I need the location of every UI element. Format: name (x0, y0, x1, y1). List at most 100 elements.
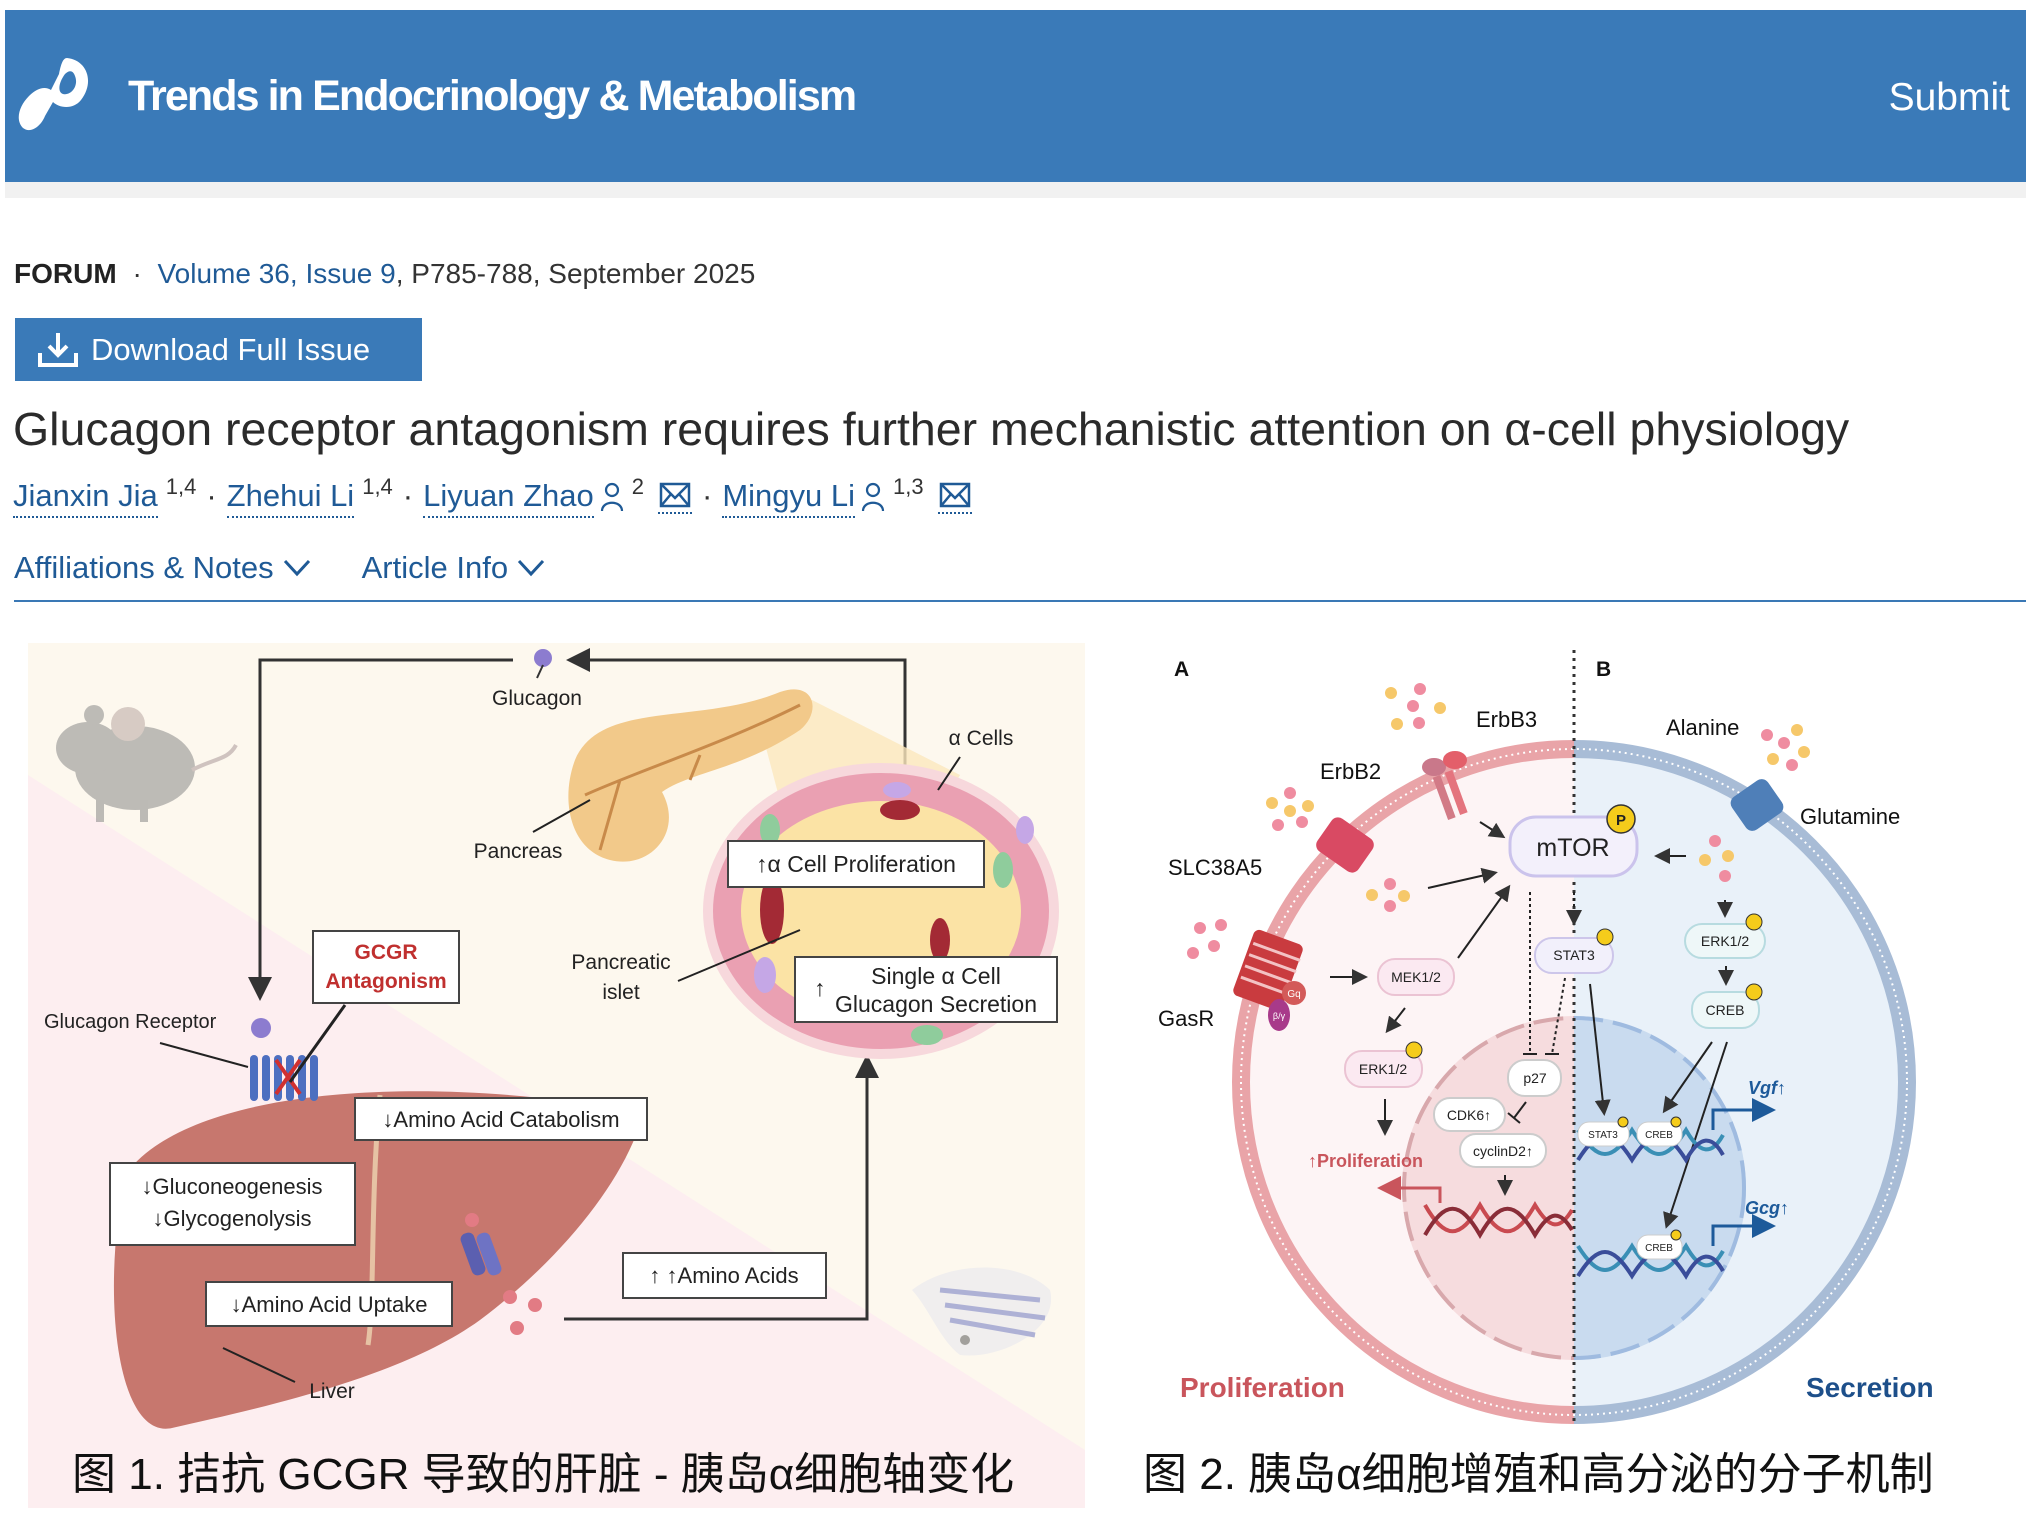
pancreatic-label: Pancreatic (571, 951, 670, 974)
gcg-label: Gcg↑ (1745, 1198, 1789, 1218)
figure-1: Glucagon Pancreas α Cells ↑α Cell Prolif… (28, 643, 1085, 1508)
uptake-label: ↓Amino Acid Uptake (231, 1292, 428, 1317)
cyclind2-label: cyclinD2↑ (1473, 1143, 1533, 1159)
volume-link[interactable]: Volume 36 (157, 258, 290, 289)
stat3-node (1534, 937, 1614, 974)
submit-link[interactable]: Submit (1888, 76, 2010, 119)
amino-acids-box (622, 1252, 827, 1299)
p27-label: p27 (1523, 1070, 1547, 1086)
cell-press-logo-icon[interactable] (15, 50, 95, 140)
tab-affiliations-notes[interactable]: Affiliations & Notes (14, 550, 312, 586)
author-affiliation: 2 (631, 474, 644, 499)
liver-label: Liver (309, 1380, 355, 1403)
stat3-small-label: STAT3 (1588, 1130, 1618, 1141)
catabolism-box (354, 1097, 648, 1141)
download-full-issue-button[interactable]: Download Full Issue (15, 318, 422, 381)
phospho-badge-icon (1606, 804, 1636, 834)
creb-label: CREB (1706, 1002, 1745, 1018)
header-shadow (5, 182, 2026, 198)
mtor-label: mTOR (1536, 834, 1609, 862)
glucose-output-box (109, 1162, 356, 1246)
p27-node (1507, 1059, 1562, 1097)
author-affiliation: 1,4 (362, 474, 393, 499)
author-link[interactable]: Zhehui Li (226, 478, 355, 518)
top-strip (0, 0, 2026, 10)
proliferation-label: Proliferation (1180, 1372, 1345, 1403)
author-separator: · (402, 478, 414, 513)
mouse-illustration (56, 705, 238, 822)
gasr-receptor-icon: Gq β/γ (1233, 929, 1306, 1031)
chevron-down-icon (517, 559, 545, 577)
article-meta: FORUM · Volume 36, Issue 9, P785-788, Se… (14, 258, 755, 290)
author-separator: · (702, 478, 713, 513)
meta-comma: , (289, 258, 306, 289)
phospho-badges (1405, 913, 1763, 1241)
section-divider (14, 600, 2026, 602)
single-cell-label-line1: Single α Cell (871, 963, 1001, 989)
amino-acid-transporter-icon (1730, 779, 1784, 831)
glucagon-molecule-icon (534, 649, 552, 667)
proliferation-up-label: ↑Proliferation (1308, 1151, 1423, 1171)
vgf-label: Vgf↑ (1748, 1078, 1786, 1098)
site-header: Trends in Endocrinology & Metabolism Sub… (5, 10, 2026, 182)
alpha-proliferation-label: ↑α Cell Proliferation (756, 851, 956, 877)
email-icon[interactable] (937, 478, 972, 514)
chevron-down-icon (283, 559, 310, 577)
cyclind2-node (1459, 1133, 1547, 1168)
single-cell-arrow: ↑ (814, 975, 826, 1001)
amino-acid-transporter-icon (460, 1213, 542, 1335)
creb-small-node (1636, 1121, 1683, 1147)
panel-b-label: B (1596, 658, 1611, 681)
author-separator: · (206, 478, 217, 513)
meta-separator: · (132, 258, 142, 289)
figures-area: Glucagon Pancreas α Cells ↑α Cell Prolif… (28, 643, 1934, 1508)
phospho-label: P (1616, 812, 1626, 829)
pancreas-label: Pancreas (474, 840, 563, 863)
erk-left-label: ERK1/2 (1359, 1061, 1407, 1077)
zebrafish-illustration (912, 1267, 1052, 1356)
person-icon (861, 482, 885, 512)
tab-article-info[interactable]: Article Info (362, 550, 546, 586)
glucagon-receptor-icon (250, 1018, 318, 1101)
author-link[interactable]: Liyuan Zhao (423, 478, 594, 518)
tab-label: Affiliations & Notes (14, 550, 274, 585)
glutamine-label: Glutamine (1800, 804, 1900, 829)
article-type: FORUM (14, 258, 117, 289)
uptake-box (205, 1281, 453, 1327)
erk-right-node (1684, 923, 1766, 959)
article-tabs: Affiliations & Notes Article Info (14, 550, 546, 586)
author-link[interactable]: Mingyu Li (722, 478, 856, 518)
beta-gamma-label: β/γ (1273, 1011, 1286, 1021)
gq-label: Gq (1287, 989, 1300, 1000)
journal-title[interactable]: Trends in Endocrinology & Metabolism (128, 72, 857, 120)
glucagon-label: Glucagon (492, 687, 582, 710)
amino-acids-label: ↑ ↑Amino Acids (649, 1263, 798, 1288)
author-affiliation: 1,3 (893, 474, 924, 499)
proliferation-transcription-arrow (1377, 1176, 1442, 1203)
figure-2: A B (1143, 650, 1934, 1499)
article-title: Glucagon receptor antagonism requires fu… (13, 403, 1850, 455)
slc38a5-transporter-icon (1316, 817, 1374, 873)
mek-node (1377, 958, 1455, 996)
gcgr-antagonism-box (312, 930, 460, 1004)
alpha-proliferation-box (727, 840, 985, 888)
slc38a5-label: SLC38A5 (1168, 855, 1262, 880)
glycogenolysis-label: ↓Glycogenolysis (153, 1206, 312, 1231)
email-icon[interactable] (658, 478, 692, 514)
cdk6-label: CDK6↑ (1447, 1107, 1491, 1123)
cdk6-node (1433, 1097, 1506, 1132)
gcgr-label: GCGR (355, 941, 418, 964)
stat3-small-node (1577, 1121, 1630, 1147)
issue-link[interactable]: Issue 9 (305, 258, 396, 289)
erk-right-label: ERK1/2 (1701, 933, 1749, 949)
gluconeogenesis-label: ↓Gluconeogenesis (141, 1174, 322, 1199)
creb-small-node-2 (1636, 1234, 1683, 1260)
islet-label: islet (602, 981, 640, 1004)
creb-small-label: CREB (1645, 1130, 1673, 1141)
panel-a-label: A (1174, 658, 1189, 681)
erbb3-label: ErbB3 (1476, 707, 1537, 732)
author-link[interactable]: Jianxin Jia (13, 478, 158, 518)
erbb-receptor-icon (1422, 751, 1468, 820)
signaling-arrows (1330, 821, 1734, 1229)
